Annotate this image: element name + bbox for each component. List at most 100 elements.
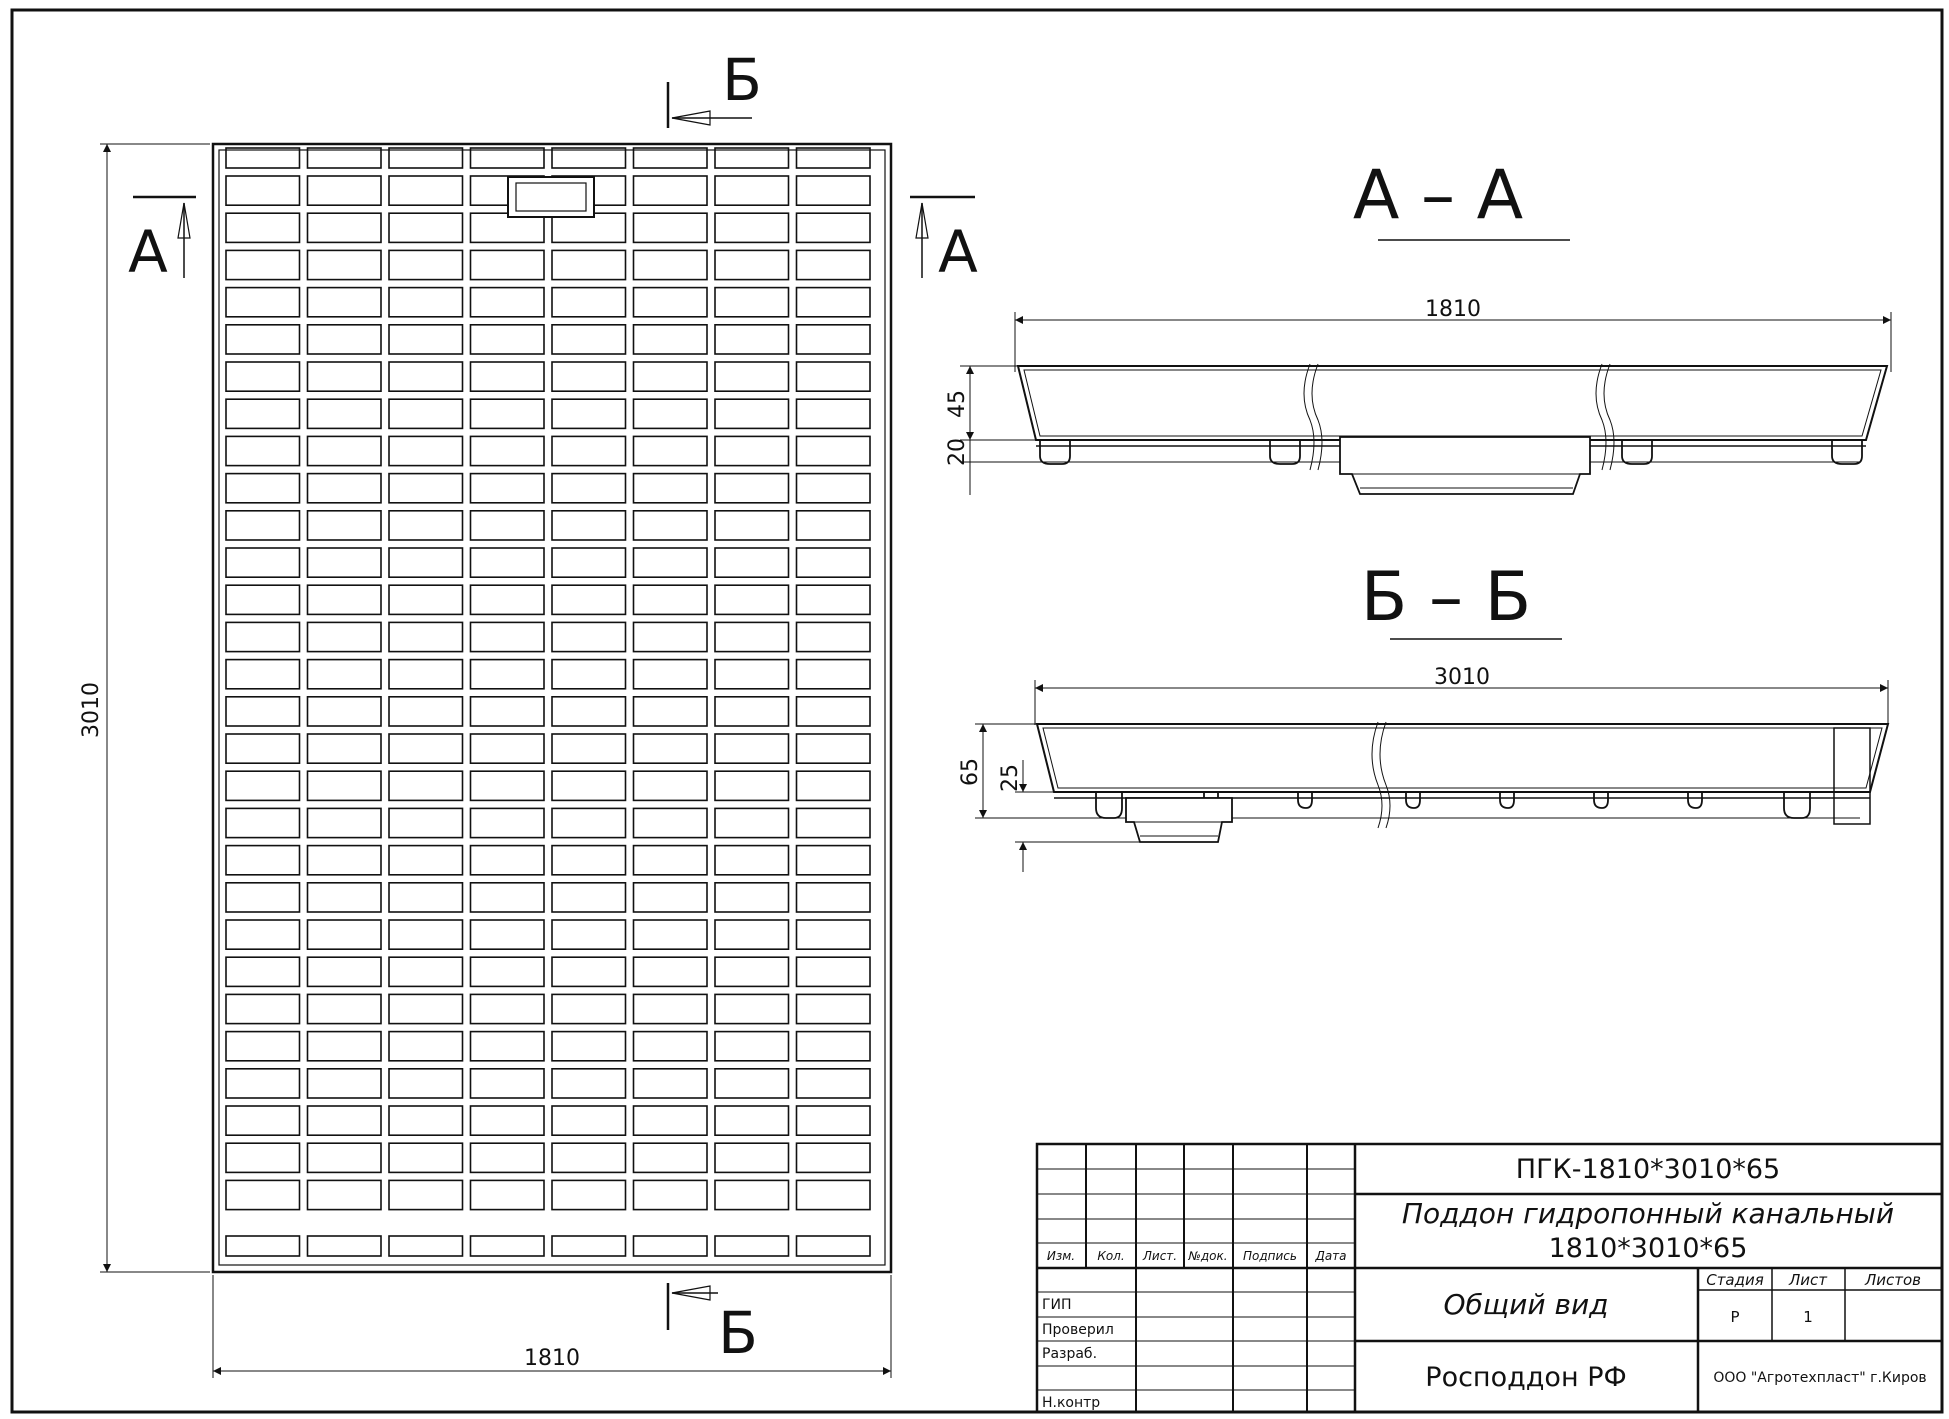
grid-cell xyxy=(551,249,627,281)
grid-cell xyxy=(795,881,871,913)
product-name-line1: Поддон гидропонный канальный xyxy=(1402,1197,1894,1230)
grid-cell xyxy=(388,249,464,281)
grid-cell xyxy=(306,1105,382,1137)
grid-cell xyxy=(388,1068,464,1099)
grid-cell xyxy=(551,658,627,690)
grid-cell xyxy=(551,509,627,541)
designation: ПГК-1810*3010*65 xyxy=(1516,1154,1780,1185)
grid-cell xyxy=(469,1068,545,1099)
grid-cell xyxy=(795,435,871,467)
grid-cell xyxy=(551,919,627,951)
grid-cell xyxy=(469,621,545,653)
grid-cell xyxy=(225,919,301,951)
plan-view: 3010 1810 А А Б xyxy=(79,46,978,1378)
grid-cell xyxy=(714,212,790,244)
grid-cell xyxy=(306,361,382,393)
grid-cell xyxy=(551,844,627,876)
grid-cell xyxy=(469,584,545,616)
grid-cell xyxy=(306,472,382,504)
grid-cell xyxy=(306,1179,382,1211)
grid-cell xyxy=(632,733,708,765)
section-aa-width-label: 1810 xyxy=(1425,297,1481,322)
section-aa-dim-upper: 45 xyxy=(945,390,970,418)
grid-cell xyxy=(225,212,301,244)
grid-cell xyxy=(225,770,301,802)
grid-cell xyxy=(714,881,790,913)
grid-cell xyxy=(714,695,790,727)
section-b-marker-top: Б xyxy=(666,46,762,128)
grid-cell xyxy=(795,286,871,318)
stage-value: Р xyxy=(1730,1308,1739,1326)
grid-cell xyxy=(388,733,464,765)
grid-cell xyxy=(551,807,627,839)
grid-cell xyxy=(795,621,871,653)
grid-cell xyxy=(632,770,708,802)
col-header-podpis: Подпись xyxy=(1243,1249,1297,1263)
grid-cell xyxy=(225,658,301,690)
grid-cell xyxy=(632,658,708,690)
grid-cell xyxy=(225,1235,301,1257)
channel-grid xyxy=(225,147,871,1257)
grid-cell xyxy=(306,584,382,616)
grid-cell xyxy=(551,621,627,653)
grid-cell xyxy=(632,919,708,951)
grid-cell xyxy=(388,658,464,690)
grid-cell xyxy=(551,1179,627,1211)
grid-cell xyxy=(388,547,464,579)
grid-cell xyxy=(388,1030,464,1062)
grid-cell xyxy=(632,361,708,393)
grid-cell xyxy=(469,361,545,393)
grid-cell xyxy=(551,695,627,727)
grid-cell xyxy=(795,212,871,244)
grid-cell xyxy=(632,509,708,541)
grid-cell xyxy=(795,323,871,355)
drain-opening-inner xyxy=(515,182,587,212)
grid-cell xyxy=(469,323,545,355)
grid-cell xyxy=(551,770,627,802)
col-header-ndok: №док. xyxy=(1187,1249,1227,1263)
grid-cell xyxy=(388,881,464,913)
role-norm-control: Н.контр xyxy=(1042,1395,1100,1411)
grid-cell xyxy=(795,1030,871,1062)
grid-cell xyxy=(469,249,545,281)
grid-cell xyxy=(714,286,790,318)
grid-cell xyxy=(225,956,301,988)
grid-cell xyxy=(632,212,708,244)
grid-cell xyxy=(225,844,301,876)
grid-cell xyxy=(306,547,382,579)
length-dimension: 3010 xyxy=(79,143,210,1273)
grid-cell xyxy=(795,1179,871,1211)
grid-cell xyxy=(388,1142,464,1174)
grid-cell xyxy=(714,993,790,1025)
grid-cell xyxy=(632,249,708,281)
grid-cell xyxy=(714,323,790,355)
grid-cell xyxy=(632,1179,708,1211)
drain-opening xyxy=(507,176,595,218)
grid-cell xyxy=(388,956,464,988)
grid-cell xyxy=(632,844,708,876)
section-aa-drain xyxy=(1339,436,1591,495)
grid-cell xyxy=(306,956,382,988)
grid-cell xyxy=(469,286,545,318)
grid-cell xyxy=(388,323,464,355)
grid-cell xyxy=(225,435,301,467)
title-block xyxy=(1035,1142,1944,1414)
grid-cell xyxy=(388,584,464,616)
grid-cell xyxy=(225,621,301,653)
sheet-header: Лист xyxy=(1788,1271,1828,1289)
grid-cell xyxy=(714,844,790,876)
grid-cell xyxy=(388,1235,464,1257)
role-gip: ГИП xyxy=(1042,1297,1072,1313)
grid-cell xyxy=(632,807,708,839)
grid-cell xyxy=(551,956,627,988)
grid-cell xyxy=(632,398,708,430)
grid-cell xyxy=(551,147,627,169)
grid-cell xyxy=(795,1142,871,1174)
grid-cell xyxy=(795,993,871,1025)
grid-cell xyxy=(632,695,708,727)
grid-cell xyxy=(551,1235,627,1257)
grid-cell xyxy=(714,733,790,765)
section-a-marker-right: А xyxy=(910,195,978,286)
grid-cell xyxy=(225,323,301,355)
